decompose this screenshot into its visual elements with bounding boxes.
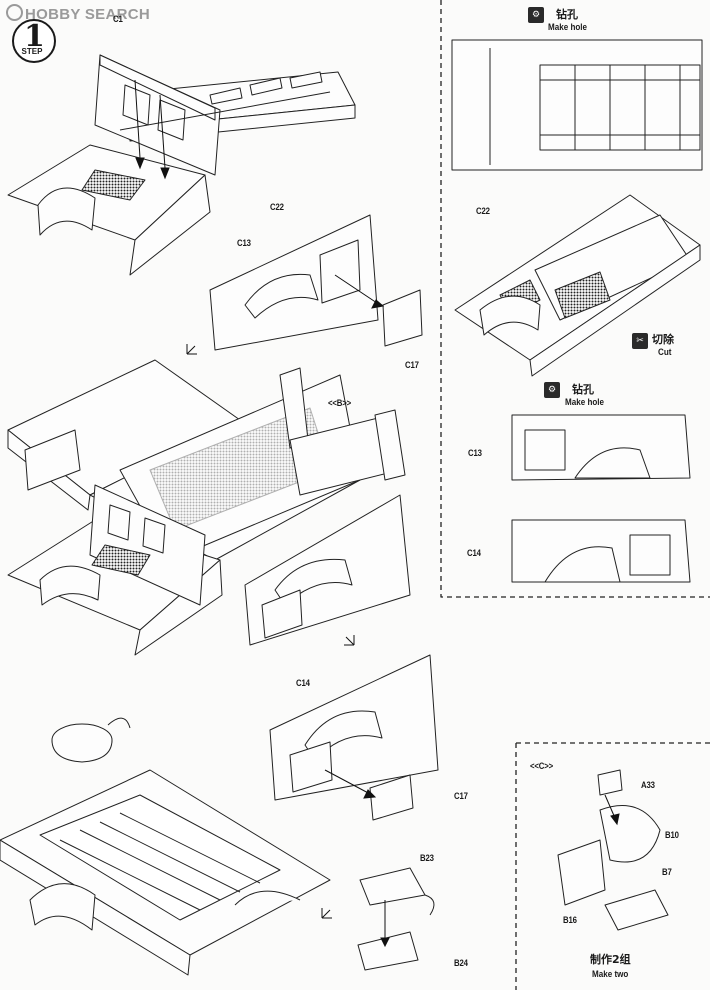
side-panel-c13 <box>209 214 379 351</box>
make-hole-mid-note-cn: 钻孔 <box>572 383 594 396</box>
part-label-b7: B7 <box>662 867 672 878</box>
step-label: STEP <box>21 47 43 56</box>
cut-note-cn: 切除 <box>652 333 674 346</box>
inset-c22-plan <box>451 39 703 171</box>
plate-c17-top <box>382 289 423 347</box>
part-label-c1: C1 <box>113 14 123 25</box>
inset-c13 <box>511 414 691 481</box>
make-hole-mid-note-en: Make hole <box>565 397 605 408</box>
part-label-c22-inset: C22 <box>476 206 490 217</box>
connector-arrow-icon <box>186 344 355 919</box>
seat-b23 <box>359 867 435 916</box>
logo-ring-icon <box>6 4 23 21</box>
frame-b <box>279 367 406 496</box>
step-badge <box>12 19 56 63</box>
part-label-c13-inset: C13 <box>468 448 482 459</box>
headrest-a33 <box>597 769 623 796</box>
chassis-frame <box>0 769 331 976</box>
watermark-logo: HOBBY SEARCH <box>6 4 150 23</box>
part-label-c14-inset: C14 <box>467 548 481 559</box>
cushion-b16 <box>557 839 606 906</box>
section-divider <box>440 0 710 990</box>
part-label-c17-top: C17 <box>405 360 419 371</box>
plate-c17-bottom <box>369 774 414 821</box>
inset-c14 <box>511 519 691 583</box>
rear-bed-assembly <box>7 359 361 656</box>
seat-back-b10 <box>599 805 661 863</box>
make-hole-note-en: Make hole <box>548 22 588 33</box>
make-two-note-cn: 制作2组 <box>590 953 631 966</box>
side-panel-c14-mid <box>244 494 411 646</box>
inset-c22-deck <box>454 194 701 377</box>
part-label-b23: B23 <box>420 853 434 864</box>
part-label-b16: B16 <box>563 915 577 926</box>
fuel-tank <box>51 717 131 763</box>
part-label-a33: A33 <box>641 780 655 791</box>
make-hole-note-cn: 钻孔 <box>556 8 578 21</box>
cab-floor-assembly <box>7 54 356 276</box>
part-label-c-bracket: <<C>> <box>530 761 554 772</box>
make-two-note-en: Make two <box>592 969 629 980</box>
part-label-c14: C14 <box>296 678 310 689</box>
part-label-c17-bottom: C17 <box>454 791 468 802</box>
assembly-arrow-icon <box>134 79 620 948</box>
part-label-b-bracket: <<B>> <box>328 398 352 409</box>
drill-icon: ⚙ <box>528 7 544 23</box>
drill-icon: ⚙ <box>544 382 560 398</box>
knife-icon: ✂ <box>632 333 648 349</box>
cut-note-en: Cut <box>658 347 672 358</box>
watermark-text: HOBBY SEARCH <box>25 6 151 23</box>
part-label-c22: C22 <box>270 202 284 213</box>
part-label-b10: B10 <box>665 830 679 841</box>
part-label-c13: C13 <box>237 238 251 249</box>
seat-base-b7 <box>604 889 669 931</box>
seat-b24 <box>357 931 419 971</box>
part-label-b24: B24 <box>454 958 468 969</box>
step-number: 1 <box>24 19 45 54</box>
side-panel-c14-bottom <box>269 654 439 801</box>
